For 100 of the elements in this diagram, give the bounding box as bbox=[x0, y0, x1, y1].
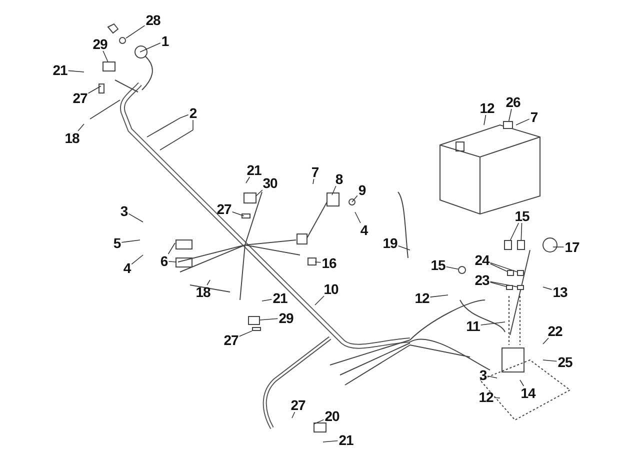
ring-icon bbox=[119, 37, 126, 44]
callout-number: 14 bbox=[520, 386, 536, 400]
callout-number: 29 bbox=[278, 311, 294, 325]
callout-number: 16 bbox=[320, 256, 338, 270]
callout-number: 6 bbox=[159, 254, 169, 268]
block-icon bbox=[507, 270, 514, 276]
callout-number: 25 bbox=[556, 355, 574, 369]
callout-number: 7 bbox=[529, 110, 539, 124]
leader-line bbox=[542, 286, 552, 290]
leader-line bbox=[260, 318, 278, 320]
ring-icon bbox=[458, 266, 466, 274]
leader-line bbox=[516, 118, 530, 126]
callout-number: 18 bbox=[64, 131, 80, 145]
leader-line bbox=[314, 296, 324, 306]
leader-line bbox=[542, 338, 549, 344]
block-icon bbox=[506, 285, 513, 290]
leader-line bbox=[180, 114, 189, 118]
block-icon bbox=[248, 316, 260, 325]
leader-line bbox=[322, 440, 338, 442]
callout-number: 8 bbox=[334, 172, 344, 186]
leader-line bbox=[102, 50, 108, 62]
leader-line bbox=[490, 263, 508, 272]
callout-number: 21 bbox=[246, 163, 262, 177]
leader-line bbox=[140, 42, 161, 52]
leader-line bbox=[312, 178, 314, 184]
leader-line bbox=[508, 108, 512, 122]
block-icon bbox=[517, 240, 525, 250]
leader-line bbox=[520, 222, 522, 240]
leader-line bbox=[121, 240, 140, 243]
callout-number: 12 bbox=[414, 291, 430, 305]
leader-line bbox=[352, 195, 358, 202]
callout-number: 21 bbox=[338, 433, 354, 447]
callout-number: 5 bbox=[112, 236, 122, 250]
callout-number: 7 bbox=[310, 165, 320, 179]
leader-line bbox=[88, 86, 102, 94]
leader-line bbox=[490, 262, 518, 272]
leader-line bbox=[332, 186, 336, 196]
callout-number: 18 bbox=[194, 285, 212, 299]
leader-line bbox=[238, 330, 252, 337]
callout-number: 23 bbox=[474, 273, 490, 287]
leader-line bbox=[552, 246, 564, 248]
leader-line bbox=[542, 360, 558, 362]
block-icon bbox=[517, 270, 524, 276]
leader-line bbox=[490, 281, 518, 288]
block-icon bbox=[517, 285, 524, 290]
callout-number: 2 bbox=[188, 106, 198, 120]
callout-number: 3 bbox=[478, 368, 488, 382]
callout-number: 4 bbox=[359, 223, 369, 237]
leader-line bbox=[494, 397, 500, 398]
leader-line bbox=[520, 380, 524, 386]
callout-number: 21 bbox=[272, 291, 288, 305]
callout-number: 26 bbox=[504, 95, 522, 109]
leader-line bbox=[487, 376, 498, 378]
callout-number: 4 bbox=[122, 261, 132, 275]
leader-line bbox=[168, 242, 176, 254]
callout-number: 9 bbox=[357, 183, 367, 197]
leader-line bbox=[446, 266, 458, 270]
callout-number: 30 bbox=[262, 176, 278, 190]
leader-line bbox=[256, 190, 263, 196]
leader-line bbox=[68, 70, 84, 72]
callout-number: 10 bbox=[322, 282, 340, 296]
block-icon bbox=[252, 327, 261, 331]
callout-number: 12 bbox=[478, 390, 494, 404]
callout-number: 3 bbox=[119, 204, 129, 218]
callout-number: 13 bbox=[552, 285, 568, 299]
leader-line bbox=[484, 114, 486, 126]
leader-line bbox=[206, 280, 210, 286]
callout-number: 12 bbox=[478, 101, 496, 115]
leader-line bbox=[246, 176, 250, 184]
leader-line bbox=[510, 222, 520, 240]
callout-number: 15 bbox=[430, 258, 446, 272]
callout-number: 22 bbox=[546, 324, 564, 338]
leader-line bbox=[131, 254, 144, 265]
leader-line bbox=[78, 124, 84, 132]
leader-line bbox=[354, 212, 361, 224]
leader-line bbox=[314, 262, 322, 263]
callout-number: 24 bbox=[474, 253, 490, 267]
callout-number: 15 bbox=[514, 209, 530, 223]
leader-line bbox=[192, 120, 194, 130]
leader-line bbox=[128, 213, 144, 222]
leader-line bbox=[398, 246, 410, 250]
block-icon bbox=[504, 240, 512, 250]
leader-line bbox=[126, 25, 146, 39]
leader-line bbox=[314, 419, 324, 424]
callout-number: 27 bbox=[222, 333, 240, 347]
leader-line bbox=[480, 322, 506, 326]
callout-number: 27 bbox=[72, 91, 88, 105]
callout-number: 21 bbox=[52, 63, 68, 77]
leader-line bbox=[168, 260, 176, 262]
callout-number: 27 bbox=[216, 202, 232, 216]
callout-number: 29 bbox=[92, 37, 108, 51]
leader-line bbox=[292, 412, 296, 418]
callout-number: 27 bbox=[290, 398, 306, 412]
callout-number: 19 bbox=[382, 236, 398, 250]
leader-line bbox=[262, 298, 272, 302]
callout-number: 17 bbox=[564, 240, 580, 254]
leader-line bbox=[490, 282, 506, 287]
leader-line bbox=[232, 212, 244, 216]
callout-number: 20 bbox=[324, 409, 340, 423]
callout-number: 1 bbox=[160, 34, 170, 48]
